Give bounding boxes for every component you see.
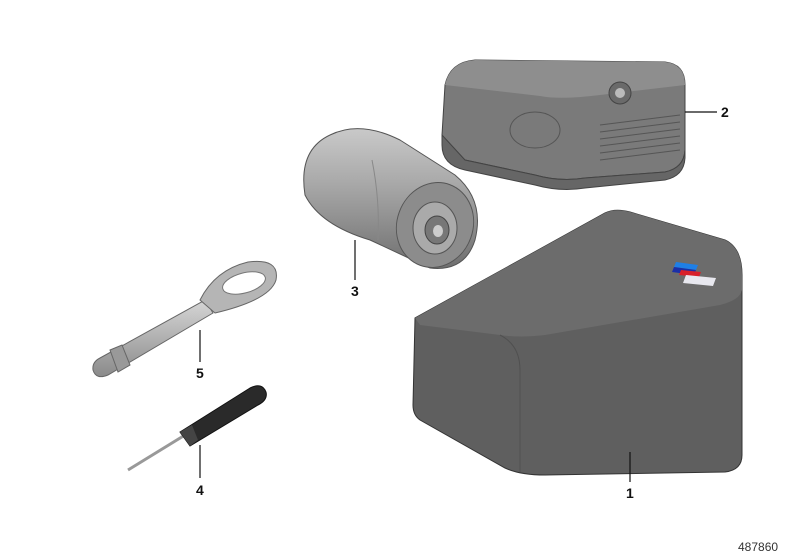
callout-4[interactable]: 4 xyxy=(196,482,204,498)
callout-2[interactable]: 2 xyxy=(721,104,729,120)
callout-3[interactable]: 3 xyxy=(351,283,359,299)
callout-5[interactable]: 5 xyxy=(196,365,204,381)
part-4-screwdriver[interactable] xyxy=(127,385,267,478)
m-badge-icon xyxy=(672,262,716,286)
callout-1[interactable]: 1 xyxy=(626,485,634,501)
reference-number: 487860 xyxy=(738,540,779,554)
part-1-case[interactable] xyxy=(412,209,743,482)
part-5-tow-eye[interactable] xyxy=(92,260,277,378)
part-3-cylinder[interactable] xyxy=(303,128,486,280)
part-2-compressor[interactable] xyxy=(441,59,717,190)
